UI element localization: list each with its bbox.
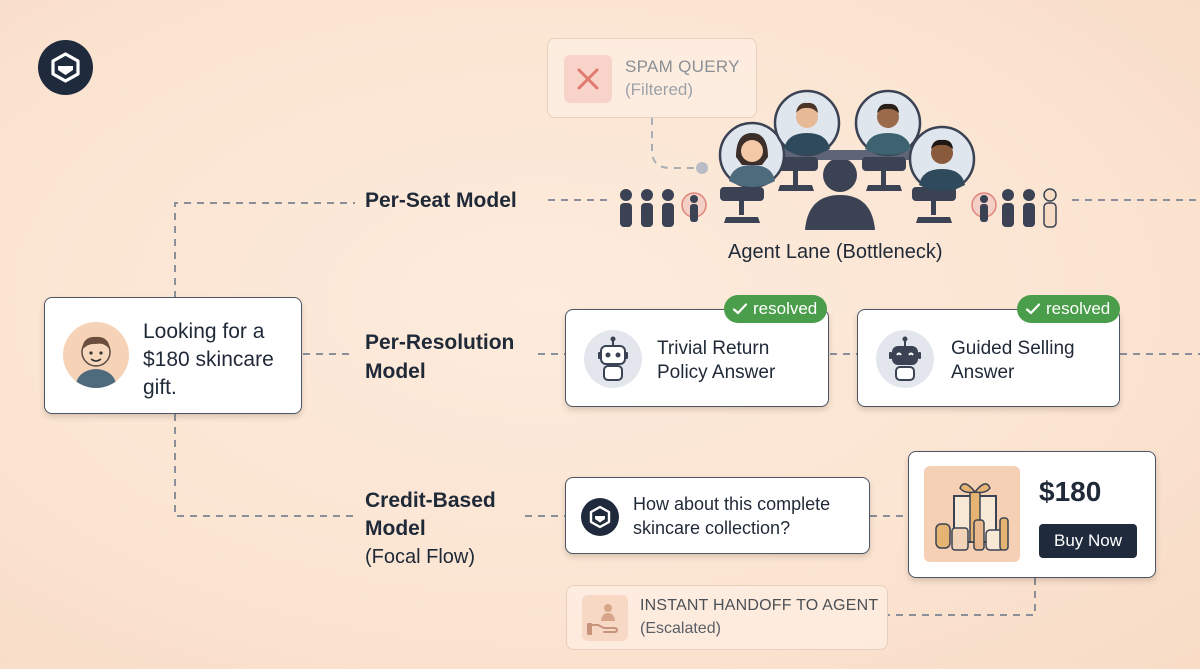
resolution-card-1-line2: Policy Answer xyxy=(657,362,776,383)
handoff-card: INSTANT HANDOFF TO AGENT (Escalated) xyxy=(566,585,888,650)
check-icon xyxy=(732,303,748,315)
resolution-card-1-line1: Trivial Return xyxy=(657,338,770,359)
credit-based-label-line2: Model xyxy=(365,517,426,540)
suggestion-card: How about this complete skincare collect… xyxy=(565,477,870,554)
resolution-card-2-line2: Answer xyxy=(951,362,1015,383)
robot-icon xyxy=(876,330,934,388)
agent-avatar-icon xyxy=(718,121,786,189)
suggestion-line1: How about this complete xyxy=(633,494,831,514)
product-price: $180 xyxy=(1039,476,1102,507)
agent-lane xyxy=(612,85,1072,235)
robot-icon xyxy=(584,330,642,388)
product-card: $180 Buy Now xyxy=(908,451,1156,578)
customer-request-card: Looking for a $180 skincare gift. xyxy=(44,297,302,414)
hand-handoff-icon xyxy=(582,595,628,641)
per-resolution-label-line1: Per-Resolution xyxy=(365,331,515,354)
brand-logo-icon xyxy=(38,40,93,95)
brand-logo-icon xyxy=(581,498,619,536)
spam-x-icon xyxy=(564,55,612,103)
check-icon xyxy=(1025,303,1041,315)
resolution-card-guided-selling: Guided Selling Answer xyxy=(857,309,1120,407)
buy-now-button[interactable]: Buy Now xyxy=(1039,524,1137,558)
person-queue-icon xyxy=(620,189,674,227)
product-box-icon xyxy=(924,466,1020,562)
agent-lane-illustration xyxy=(620,89,1057,230)
spam-query-card: SPAM QUERY (Filtered) xyxy=(547,38,757,118)
suggestion-line2: skincare collection? xyxy=(633,518,791,538)
connector-to-credit-based xyxy=(174,414,355,517)
resolved-badge-label: resolved xyxy=(1046,299,1111,318)
spam-subtitle: (Filtered) xyxy=(625,80,694,99)
resolution-card-2-line1: Guided Selling xyxy=(951,338,1075,359)
credit-based-label-line3: (Focal Flow) xyxy=(365,546,476,568)
resolved-badge-label: resolved xyxy=(753,299,818,318)
customer-avatar-icon xyxy=(63,322,129,388)
customer-message: Looking for a $180 skincare gift. xyxy=(143,320,274,399)
resolved-badge: resolved xyxy=(724,295,828,323)
resolution-card-trivial-return: Trivial Return Policy Answer xyxy=(565,309,829,407)
resolved-badge: resolved xyxy=(1017,295,1121,323)
agent-lane-label: Agent Lane (Bottleneck) xyxy=(728,241,943,263)
handoff-subtitle: (Escalated) xyxy=(640,620,721,637)
per-resolution-label-line2: Model xyxy=(365,360,426,383)
spam-title: SPAM QUERY xyxy=(625,57,740,76)
credit-based-label-line1: Credit-Based xyxy=(365,489,496,512)
per-seat-label: Per-Seat Model xyxy=(365,189,517,212)
connector-to-per-seat xyxy=(174,202,355,298)
handoff-title: INSTANT HANDOFF TO AGENT xyxy=(640,597,879,614)
